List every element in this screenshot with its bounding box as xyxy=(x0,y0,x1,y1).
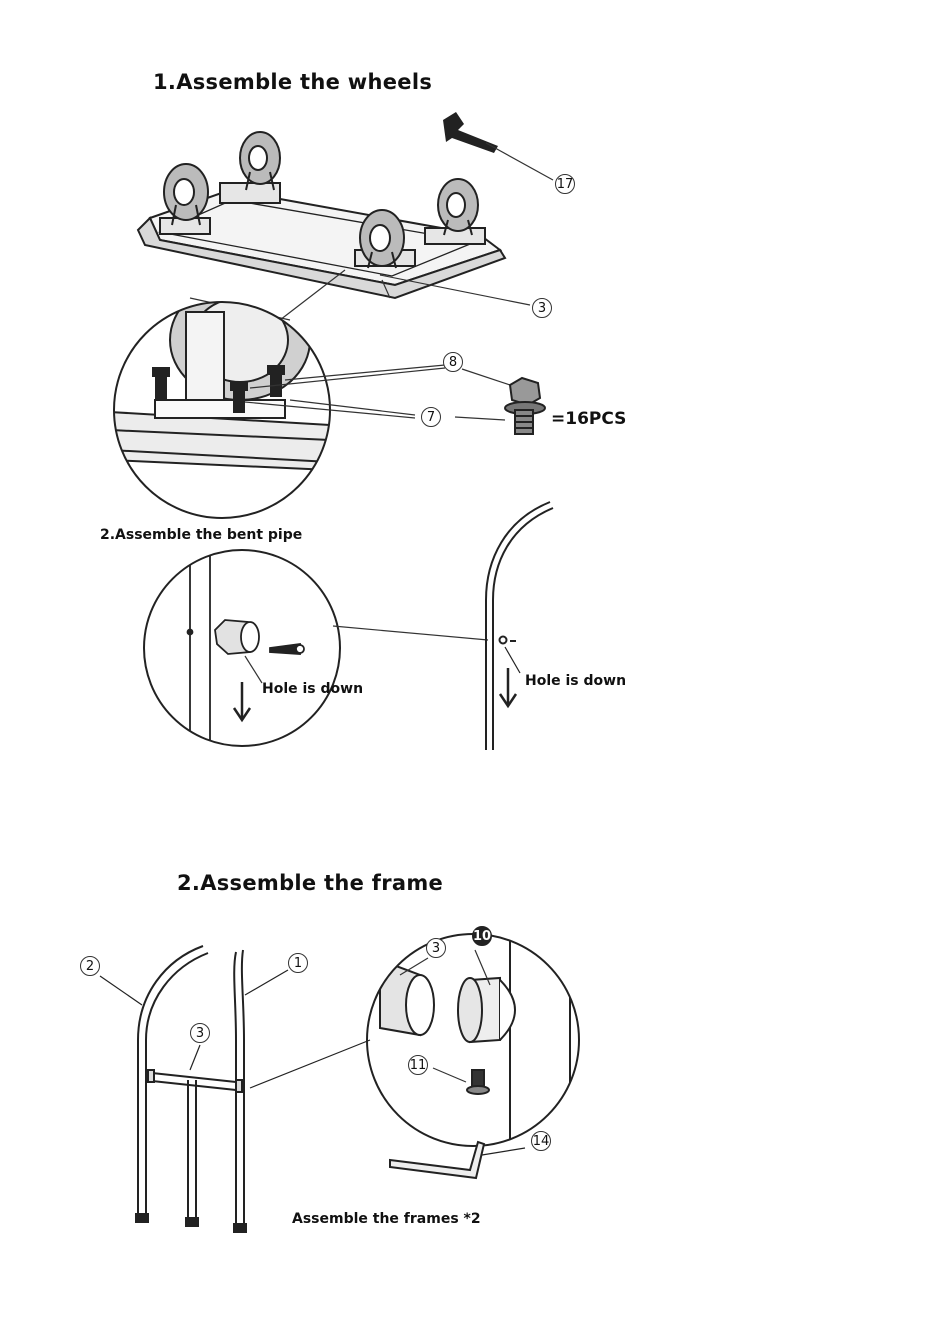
callout-tube: 3 xyxy=(426,938,446,958)
frame-caption: Assemble the frames *2 xyxy=(292,1211,481,1227)
frame-illustration xyxy=(100,946,370,1232)
hex-key-icon xyxy=(390,1142,525,1178)
bolt-icon xyxy=(505,378,545,434)
wrench-icon xyxy=(443,112,498,153)
callout-pipe-left: 2 xyxy=(80,956,100,976)
callout-hex-key: 14 xyxy=(531,1131,551,1151)
bent-pipe-illustration xyxy=(486,502,553,750)
hole-down-note-right: Hole is down xyxy=(525,673,626,689)
callout-wrench: 17 xyxy=(555,174,575,194)
callout-cart: 3 xyxy=(532,298,552,318)
callout-bolt: 7 xyxy=(421,407,441,427)
callout-connector: 10 xyxy=(472,926,492,946)
step2a-title: 2.Assemble the bent pipe xyxy=(100,527,302,543)
bent-pipe-zoom xyxy=(144,545,488,760)
callout-pipe-right: 1 xyxy=(288,953,308,973)
step2b-title: 2.Assemble the frame xyxy=(177,871,443,895)
hole-down-note-left: Hole is down xyxy=(262,681,363,697)
callout-washer-bolt: 8 xyxy=(443,352,463,372)
frame-zoom xyxy=(367,930,579,1150)
bolt-quantity: =16PCS xyxy=(551,409,626,429)
step1-title: 1.Assemble the wheels xyxy=(153,70,432,94)
wheel-bolt-zoom xyxy=(110,270,510,518)
callout-screw: 11 xyxy=(408,1055,428,1075)
callout-crossbar: 3 xyxy=(190,1023,210,1043)
